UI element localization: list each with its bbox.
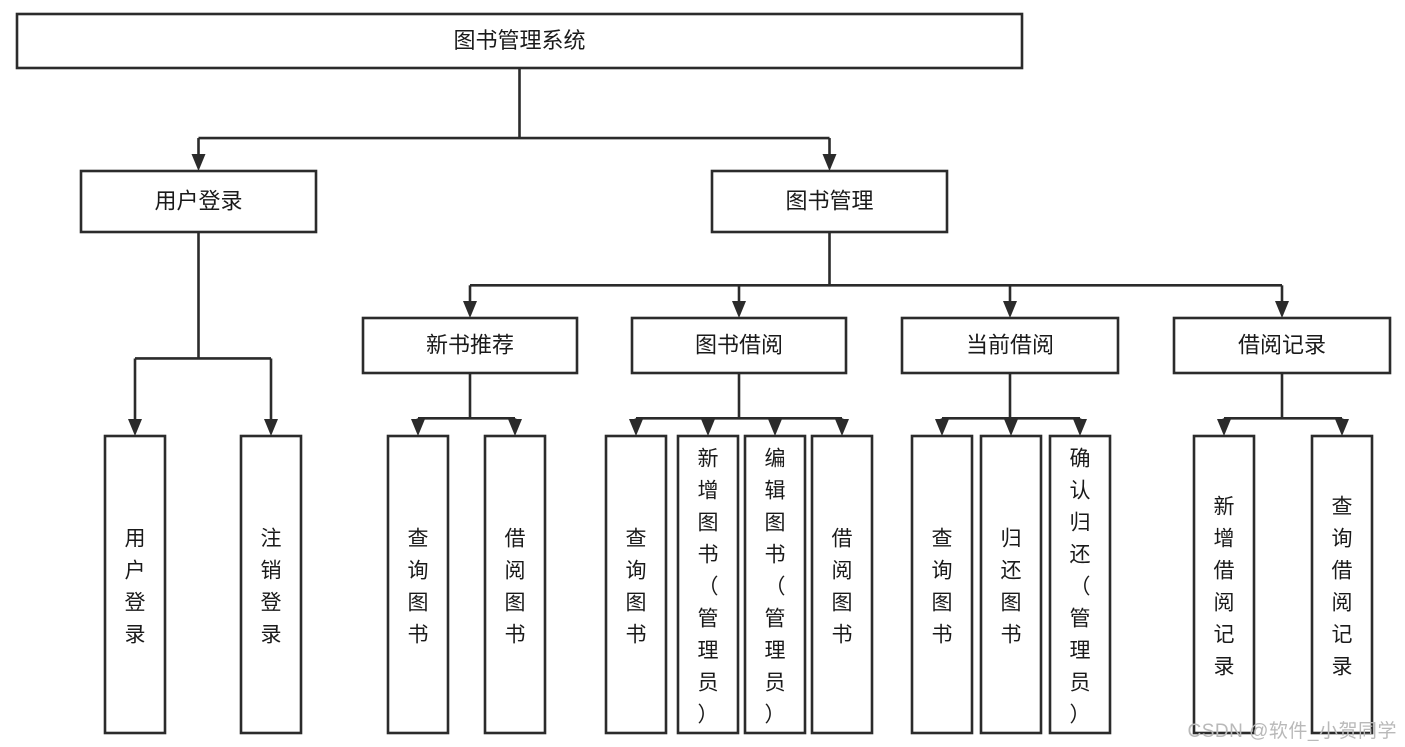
- node-label-borrow-record: 借阅记录: [1238, 332, 1326, 357]
- arrow-head-l3-current-borrow-0: [935, 419, 949, 436]
- node-box-edit-book-admin: [743, 434, 807, 735]
- node-label-borrow-book-1: 借阅图书: [505, 527, 526, 646]
- node-box-current-borrow: [900, 316, 1120, 375]
- node-add-book-admin[interactable]: 新增图书（管理员）: [676, 434, 740, 735]
- arrow-head-l3-book-borrow-2: [768, 419, 782, 436]
- node-box-book-manage: [710, 169, 949, 234]
- connector-layer: [128, 68, 1349, 436]
- node-label-root: 图书管理系统: [453, 28, 585, 53]
- arrow-head-l3-current-borrow-2: [1073, 419, 1087, 436]
- node-borrow-book-1[interactable]: 借阅图书: [483, 434, 547, 735]
- node-user-login[interactable]: 用户登录: [79, 169, 318, 234]
- node-label-edit-book-admin: 编辑图书（管理员）: [765, 447, 786, 726]
- arrow-head-l3-book-borrow-1: [701, 419, 715, 436]
- node-box-query-borrow-record: [1310, 434, 1374, 735]
- node-layer: 图书管理系统用户登录用户登录注销登录图书管理新书推荐查询图书借阅图书图书借阅查询…: [15, 12, 1392, 735]
- arrow-head-l2-user-login-0: [128, 419, 142, 436]
- node-label-user-logout: 注销登录: [261, 527, 282, 646]
- node-label-borrow-book-2: 借阅图书: [832, 527, 853, 646]
- arrow-head-l3-current-borrow-1: [1004, 419, 1018, 436]
- node-label-query-book-2: 查询图书: [626, 527, 647, 646]
- node-box-query-book-3: [910, 434, 974, 735]
- node-label-query-book-3: 查询图书: [932, 527, 953, 646]
- arrow-head-l3-new-book-recommend-0: [411, 419, 425, 436]
- node-box-new-book-recommend: [361, 316, 579, 375]
- node-box-root: [15, 12, 1024, 70]
- node-label-new-book-recommend: 新书推荐: [426, 332, 514, 357]
- node-box-return-book: [979, 434, 1043, 735]
- arrow-head-l3-borrow-record-1: [1335, 419, 1349, 436]
- arrow-head-l2-book-manage-3: [1275, 301, 1289, 318]
- arrow-head-l2-user-login-1: [264, 419, 278, 436]
- node-confirm-return-admin[interactable]: 确认归还（管理员）: [1048, 434, 1112, 735]
- node-query-book-2[interactable]: 查询图书: [604, 434, 668, 735]
- node-query-book-1[interactable]: 查询图书: [386, 434, 450, 735]
- arrow-head-l2-book-manage-2: [1003, 301, 1017, 318]
- node-box-borrow-record: [1172, 316, 1392, 375]
- node-box-query-book-1: [386, 434, 450, 735]
- node-box-confirm-return-admin: [1048, 434, 1112, 735]
- watermark-label: CSDN @软件_小贺同学: [1187, 721, 1397, 742]
- node-label-book-manage: 图书管理: [785, 188, 873, 213]
- node-add-borrow-record[interactable]: 新增借阅记录: [1192, 434, 1256, 735]
- node-label-query-borrow-record: 查询借阅记录: [1332, 495, 1353, 678]
- arrow-head-l2-book-manage-0: [463, 301, 477, 318]
- node-label-user-login-do: 用户登录: [125, 527, 146, 646]
- node-label-return-book: 归还图书: [1001, 527, 1022, 646]
- node-label-book-borrow: 图书借阅: [695, 332, 783, 357]
- node-label-user-login: 用户登录: [154, 188, 242, 213]
- arrow-head-l3-book-borrow-3: [835, 419, 849, 436]
- node-label-current-borrow: 当前借阅: [966, 332, 1054, 357]
- node-new-book-recommend[interactable]: 新书推荐: [361, 316, 579, 375]
- node-box-add-borrow-record: [1192, 434, 1256, 735]
- node-label-confirm-return-admin: 确认归还（管理员）: [1070, 447, 1091, 726]
- arrow-head-l3-new-book-recommend-1: [508, 419, 522, 436]
- node-box-user-logout: [239, 434, 303, 735]
- node-book-borrow[interactable]: 图书借阅: [630, 316, 848, 375]
- node-root[interactable]: 图书管理系统: [15, 12, 1024, 70]
- arrow-head-root-1: [822, 154, 837, 171]
- node-label-add-book-admin: 新增图书（管理员）: [698, 447, 719, 726]
- node-user-logout[interactable]: 注销登录: [239, 434, 303, 735]
- node-return-book[interactable]: 归还图书: [979, 434, 1043, 735]
- node-edit-book-admin[interactable]: 编辑图书（管理员）: [743, 434, 807, 735]
- node-box-user-login: [79, 169, 318, 234]
- node-box-user-login-do: [103, 434, 167, 735]
- node-box-add-book-admin: [676, 434, 740, 735]
- arrow-head-l3-borrow-record-0: [1217, 419, 1231, 436]
- arrow-head-l3-book-borrow-0: [629, 419, 643, 436]
- arrow-head-l2-book-manage-1: [732, 301, 746, 318]
- node-query-borrow-record[interactable]: 查询借阅记录: [1310, 434, 1374, 735]
- node-box-query-book-2: [604, 434, 668, 735]
- node-borrow-book-2[interactable]: 借阅图书: [810, 434, 874, 735]
- node-user-login-do[interactable]: 用户登录: [103, 434, 167, 735]
- node-query-book-3[interactable]: 查询图书: [910, 434, 974, 735]
- node-label-add-borrow-record: 新增借阅记录: [1214, 495, 1235, 678]
- node-box-book-borrow: [630, 316, 848, 375]
- node-borrow-record[interactable]: 借阅记录: [1172, 316, 1392, 375]
- node-box-borrow-book-1: [483, 434, 547, 735]
- node-book-manage[interactable]: 图书管理: [710, 169, 949, 234]
- arrow-head-root-0: [191, 154, 206, 171]
- node-box-borrow-book-2: [810, 434, 874, 735]
- node-current-borrow[interactable]: 当前借阅: [900, 316, 1120, 375]
- node-label-query-book-1: 查询图书: [408, 527, 429, 646]
